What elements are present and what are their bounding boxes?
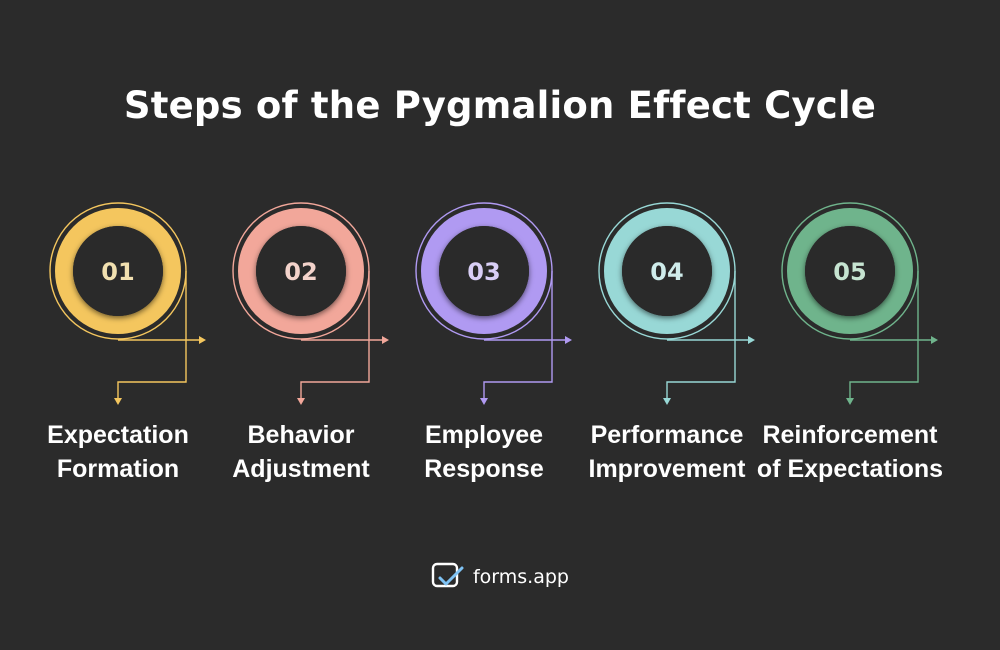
step-label-line1: Behavior [247, 421, 355, 449]
inner-disc [73, 226, 163, 316]
step-number: 04 [650, 258, 683, 286]
step-3: 03 [415, 202, 572, 405]
arrow-head-right [931, 336, 938, 344]
connector-line [483, 271, 553, 400]
inner-disc [256, 226, 346, 316]
connector-line [666, 271, 736, 400]
step-label-line1: Performance [590, 421, 744, 449]
step-label-line2: Response [424, 455, 544, 483]
connector-line [849, 271, 919, 400]
thick-ring [604, 208, 730, 334]
arrow-head-down [480, 398, 488, 405]
arrow-head-down [297, 398, 305, 405]
step-label-line1: Reinforcement [762, 421, 938, 449]
arrow-head-right [199, 336, 206, 344]
step-label: Reinforcement of Expectations [755, 418, 945, 486]
inner-disc [805, 226, 895, 316]
step-2: 02 [232, 202, 389, 405]
arrow-head-right [382, 336, 389, 344]
step-number: 01 [101, 258, 134, 286]
step-number: 02 [284, 258, 317, 286]
arrow-head-right [748, 336, 755, 344]
step-label-line1: Expectation [47, 421, 189, 449]
connector-line [300, 271, 370, 400]
inner-disc [439, 226, 529, 316]
step-number: 05 [833, 258, 866, 286]
thick-ring [421, 208, 547, 334]
step-1: 01 [49, 202, 206, 405]
step-label-line2: Improvement [588, 455, 746, 483]
step-label-line2: Adjustment [232, 455, 370, 483]
forms-app-logo-icon [431, 562, 464, 588]
brand-name: forms.app [472, 566, 569, 588]
step-4: 04 [598, 202, 755, 405]
thick-ring [55, 208, 181, 334]
step-label-line2: Formation [56, 455, 180, 483]
step-5: 05 [781, 202, 938, 405]
arrow-head-down [846, 398, 854, 405]
inner-disc [622, 226, 712, 316]
thick-ring [238, 208, 364, 334]
step-label-line1: Employee [424, 421, 544, 449]
footer-brand: forms.app [0, 562, 1000, 592]
step-label-line2: of Expectations [756, 455, 944, 483]
arrow-head-down [114, 398, 122, 405]
thick-ring [787, 208, 913, 334]
connector-line [117, 271, 187, 400]
step-number: 03 [467, 258, 500, 286]
arrow-head-right [565, 336, 572, 344]
arrow-head-down [663, 398, 671, 405]
page-title: Steps of the Pygmalion Effect Cycle [123, 84, 877, 127]
